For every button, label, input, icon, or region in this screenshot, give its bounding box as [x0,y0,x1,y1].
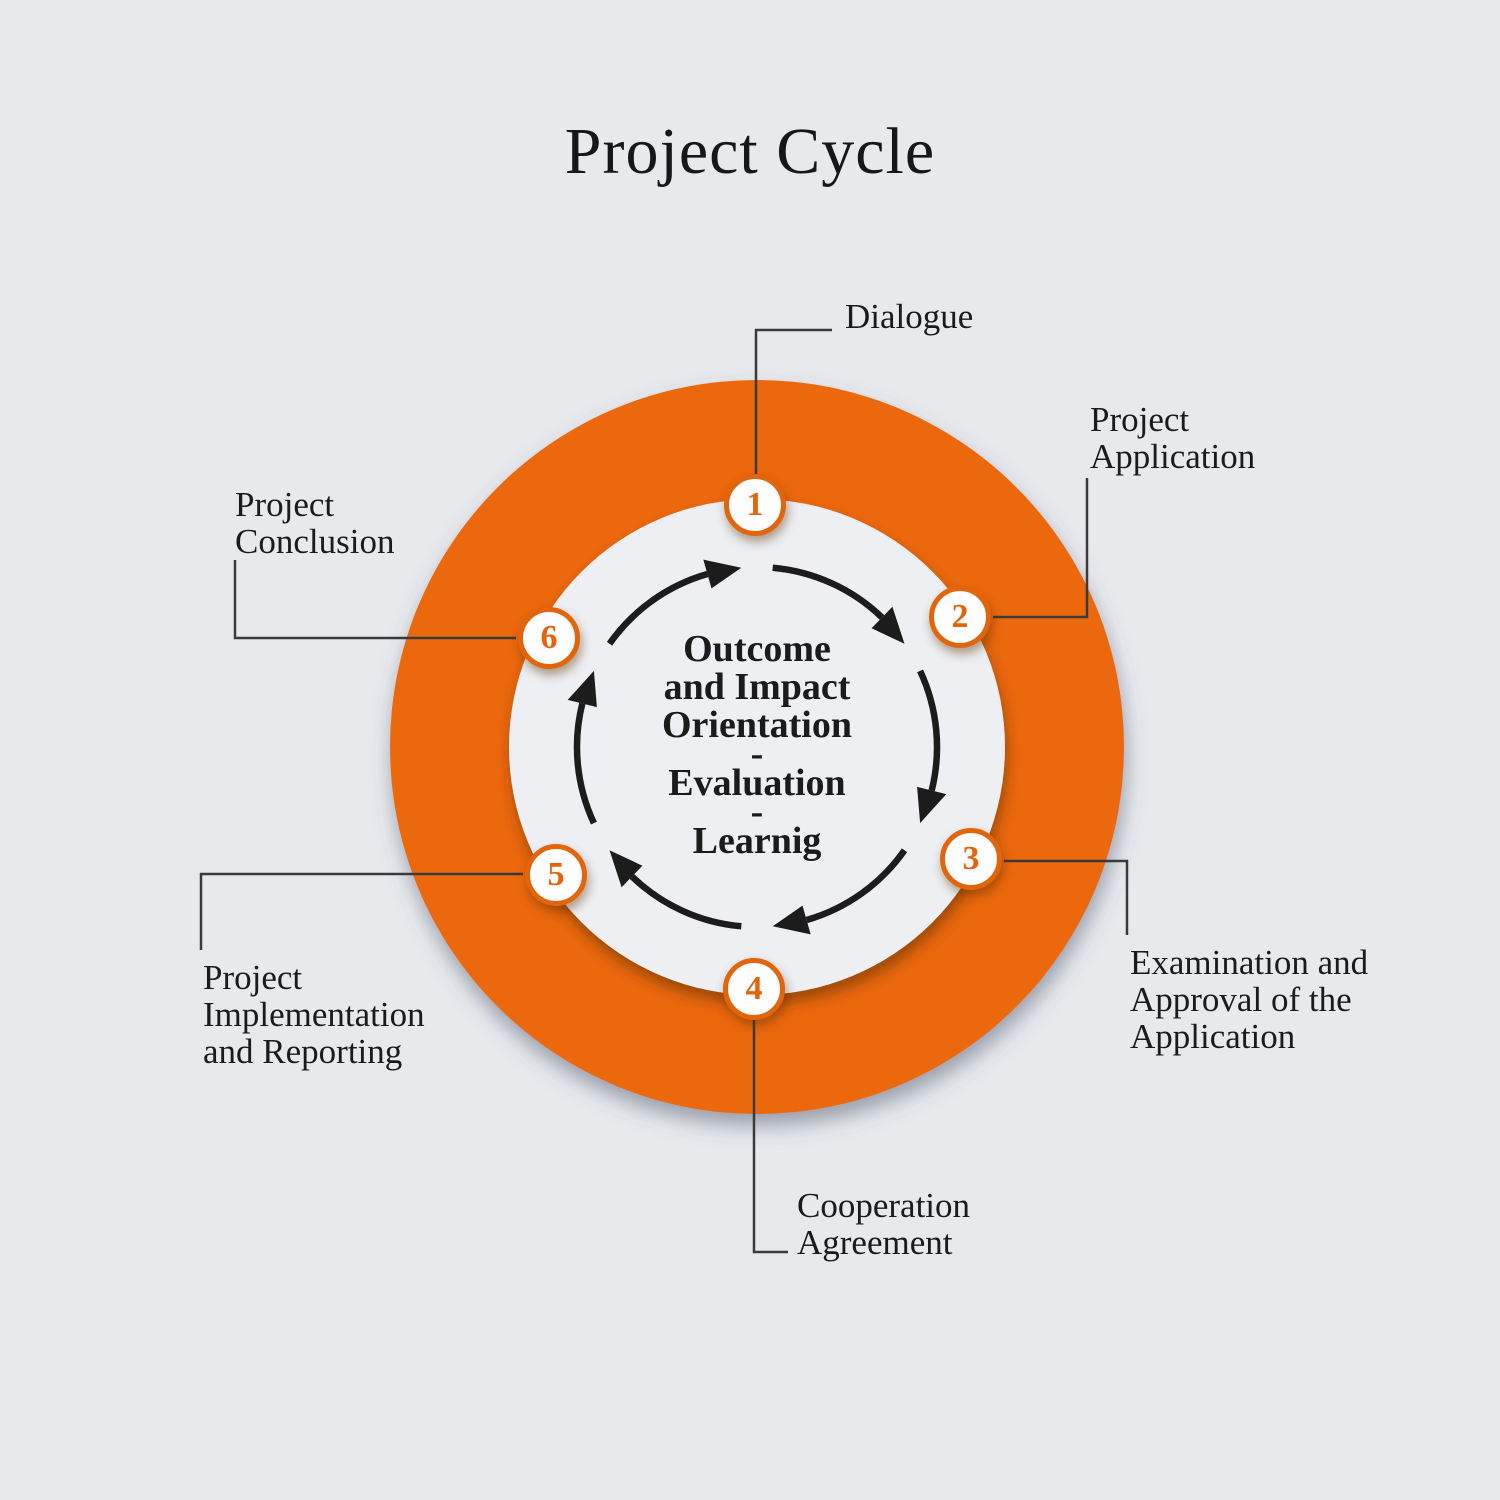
arrow-arc-1-2 [772,564,885,620]
arrow-head-3-4 [772,905,811,935]
step-number-1: 1 [746,486,764,523]
step-circle-2: 2 [929,586,991,648]
step-label-conclusion: Project Conclusion [235,485,395,561]
connector-conclusion [233,560,516,640]
connector-cooperation [752,1020,788,1254]
step-circle-4: 4 [723,958,785,1020]
step-number-2: 2 [951,598,969,635]
step-circle-3: 3 [940,828,1002,890]
connector-lines [199,328,1129,1254]
arrow-arc-3-4 [805,848,908,924]
center-separator-2: - [750,791,764,833]
step-number-3: 3 [962,840,980,877]
arrow-arc-2-3 [917,669,941,792]
step-number-5: 5 [547,856,565,893]
page-title: Project Cycle [564,115,936,188]
center-separator-1: - [750,733,764,775]
center-line-evaluation: Evaluation [668,762,846,804]
step-number-6: 6 [540,619,558,656]
step-circle-6: 6 [518,607,580,669]
arrow-head-1-2 [871,606,905,644]
connector-examination [1004,859,1129,935]
arrow-arc-6-1 [606,570,709,646]
step-number-4: 4 [745,970,763,1007]
connector-project-application [993,478,1089,619]
step-label-examination: Examination and Approval of the Applicat… [1130,943,1369,1056]
arrow-head-5-6 [567,670,597,708]
step-label-application: Project Application [1090,400,1256,476]
arrow-head-4-5 [609,850,643,888]
center-line-and-impact: and Impact [663,666,851,708]
arrow-head-2-3 [917,786,947,824]
arrow-arc-5-6 [573,702,597,825]
arrow-arc-4-5 [629,874,742,930]
connector-implementation [199,872,523,950]
step-circle-5: 5 [525,844,587,906]
step-circle-1: 1 [724,474,786,536]
step-label-implementation: Project Implementation and Reporting [203,958,425,1071]
arrow-head-6-1 [703,559,742,589]
step-label-dialogue: Dialogue [845,297,974,336]
cycle-center-text: Outcome and Impact Orientation - Evaluat… [507,630,1007,860]
center-line-orientation: Orientation [662,704,852,746]
connector-dialogue [754,328,832,474]
cycle-arrows [567,559,947,935]
step-label-cooperation: Cooperation Agreement [797,1186,971,1262]
center-line-outcome: Outcome [683,628,831,670]
center-line-learning: Learnig [692,820,822,862]
